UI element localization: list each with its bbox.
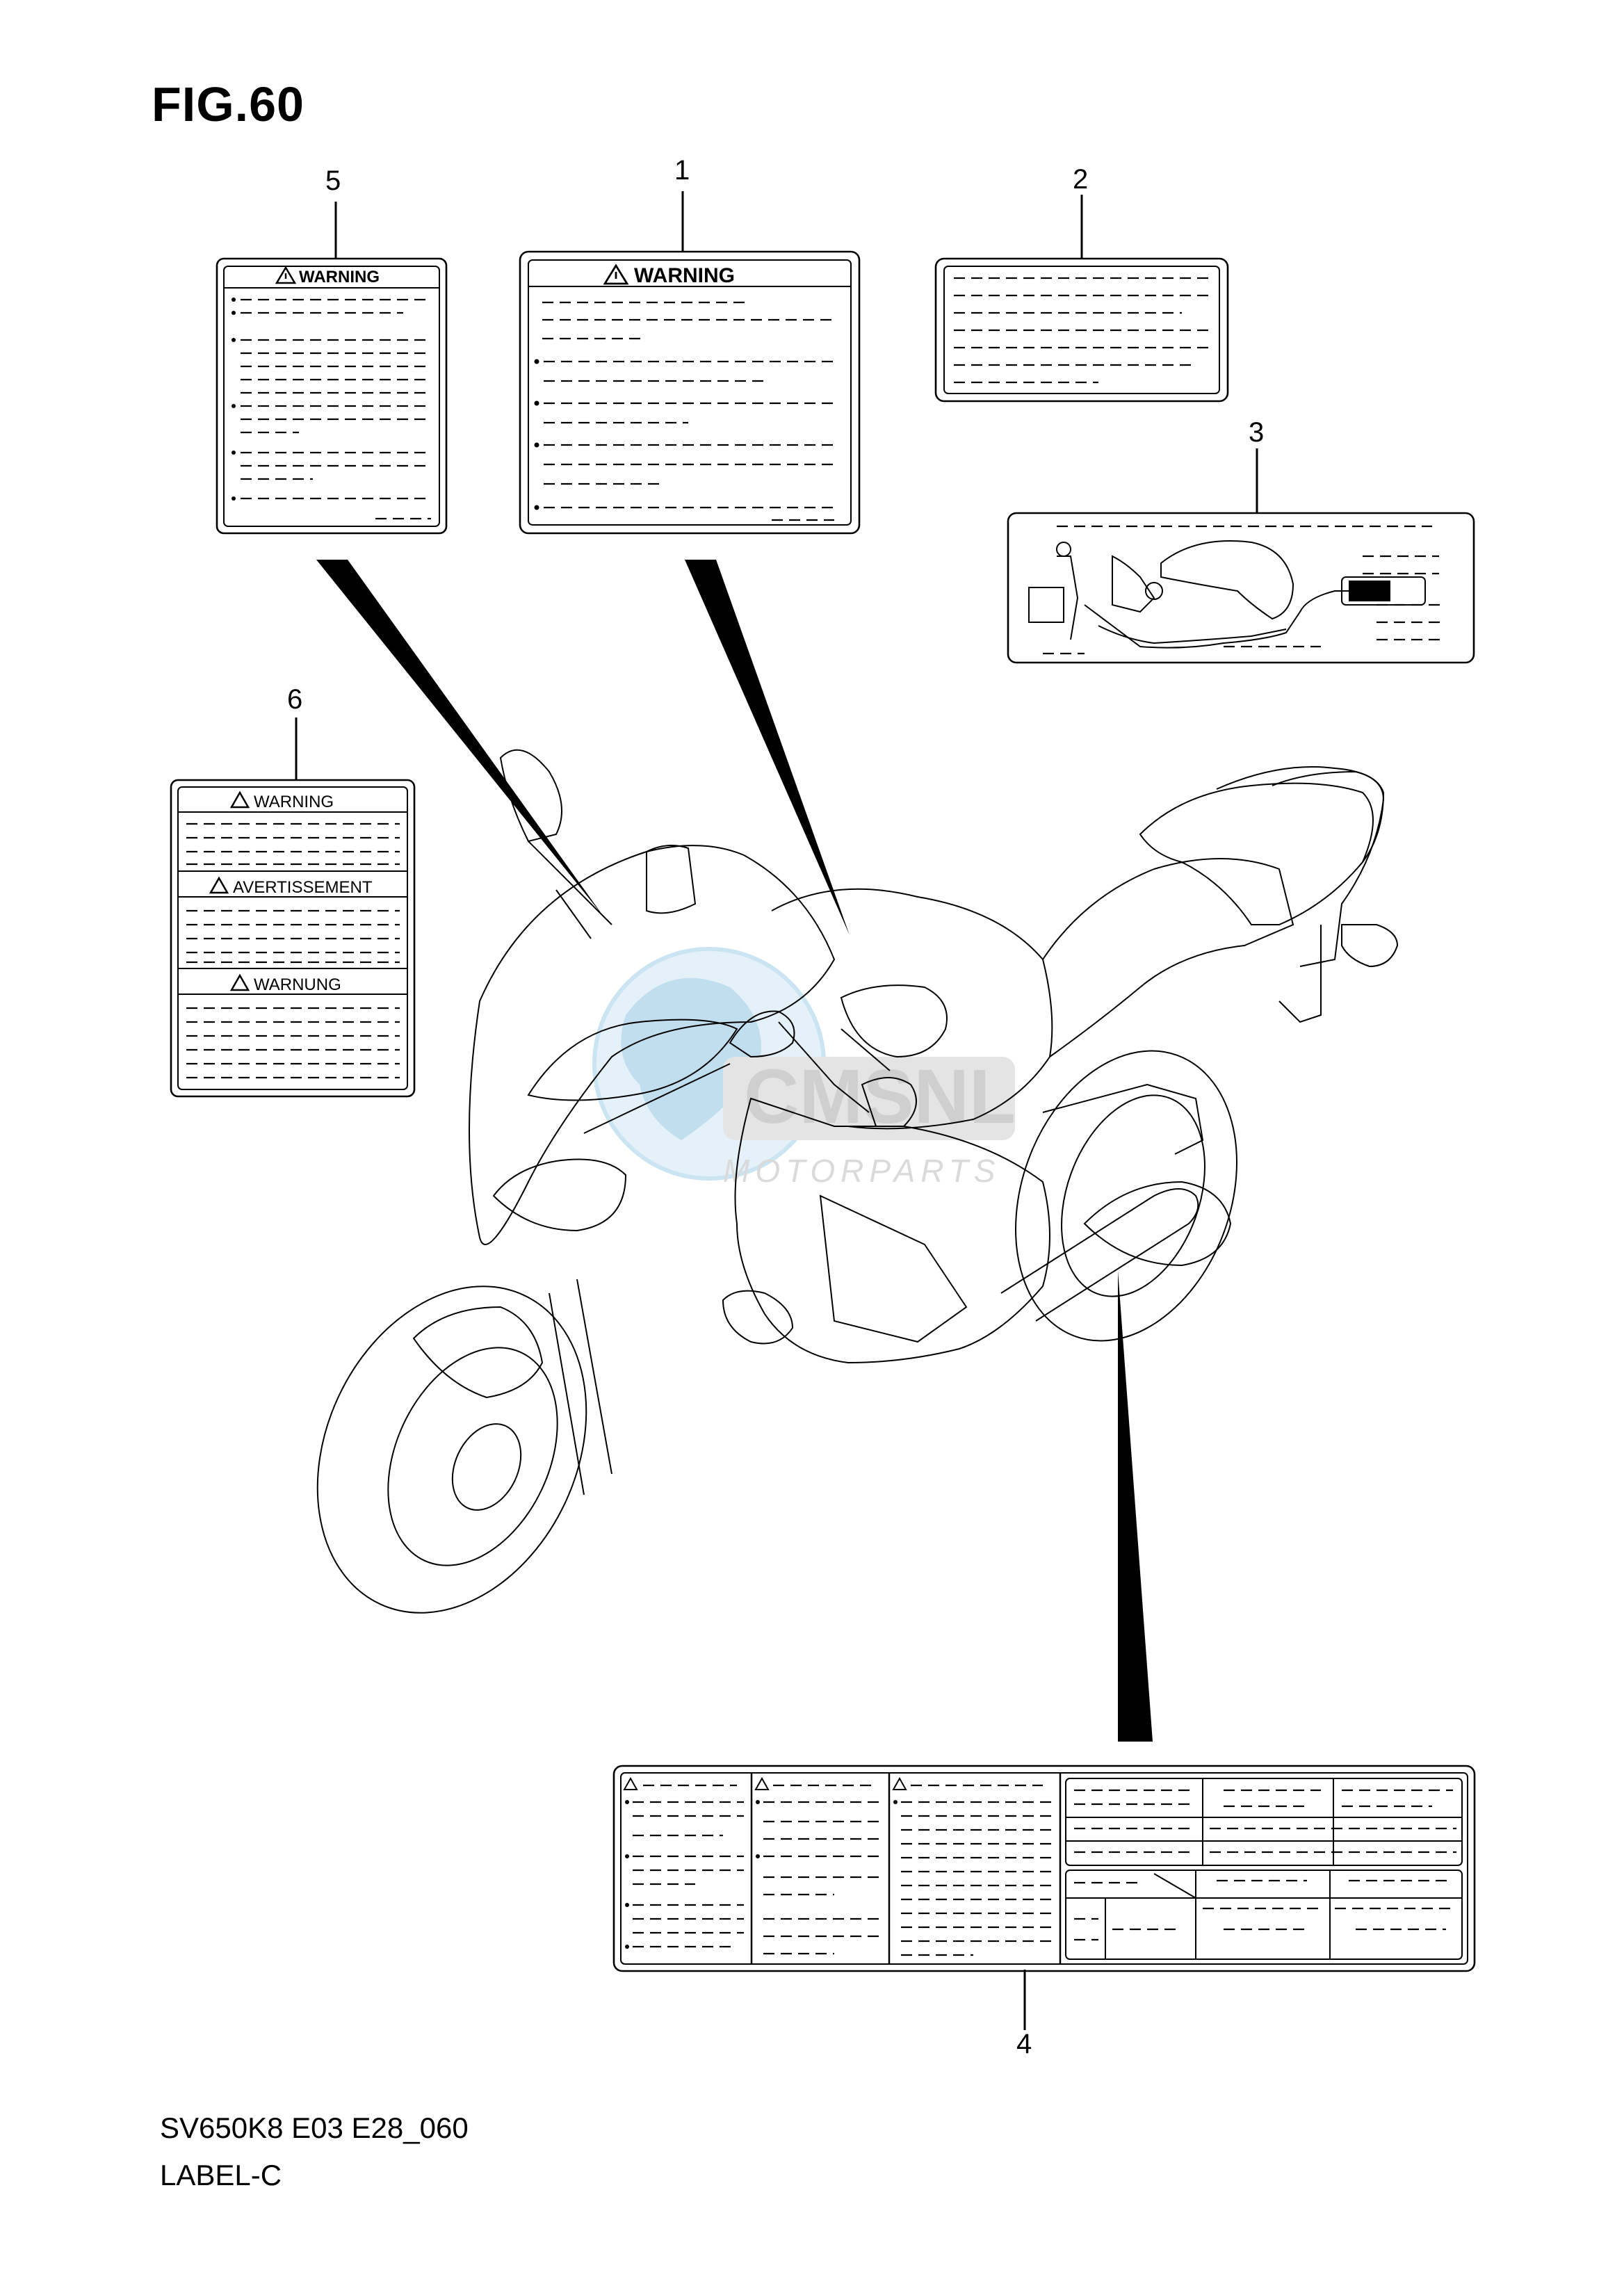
- label-3: [1007, 448, 1475, 664]
- label-4-pointer: [1118, 1271, 1153, 1742]
- watermark-brand-text: MOTORPARTS: [723, 1153, 1000, 1189]
- callout-4: 4: [1016, 2029, 1032, 2059]
- figure-title: FIG.60: [152, 77, 304, 131]
- label-5-heading: WARNING: [299, 268, 380, 286]
- watermark-logo-text: CMSNL: [744, 1054, 1016, 1140]
- label-6-heading-german: WARNUNG: [254, 975, 341, 994]
- label-2: [934, 195, 1229, 403]
- warning-triangle-icon: [229, 973, 250, 991]
- warning-triangle-icon: [275, 266, 297, 284]
- warning-triangle-icon: [209, 876, 229, 894]
- callout-5: 5: [325, 165, 341, 196]
- label-4: [612, 1765, 1476, 2030]
- label-1: WARNING: [519, 191, 861, 535]
- label-1-heading: WARNING: [634, 264, 735, 287]
- callout-6: 6: [287, 684, 303, 715]
- label-5-pointer: [316, 560, 603, 916]
- cmsnl-watermark-logo: CMSNL MOTORPARTS: [592, 947, 1016, 1189]
- label-1-pointer: [685, 560, 850, 935]
- warning-triangle-icon: [229, 790, 250, 809]
- model-code: SV650K8 E03 E28_060: [160, 2111, 469, 2144]
- label-6-heading-english: WARNING: [254, 793, 334, 811]
- label-5: WARNING: [216, 202, 448, 535]
- warning-triangle-icon: [603, 263, 629, 285]
- warning-triangle-icon: [623, 1776, 907, 1790]
- motorcycle-illustration: [316, 749, 1399, 1614]
- label-6-heading-french: AVERTISSEMENT: [233, 878, 373, 897]
- callout-1: 1: [674, 155, 690, 186]
- section-name: LABEL-C: [160, 2159, 282, 2191]
- label-6: WARNING AVERTISSEMENT WARNUNG: [170, 717, 416, 1098]
- callout-3: 3: [1249, 417, 1265, 448]
- callout-2: 2: [1073, 164, 1089, 195]
